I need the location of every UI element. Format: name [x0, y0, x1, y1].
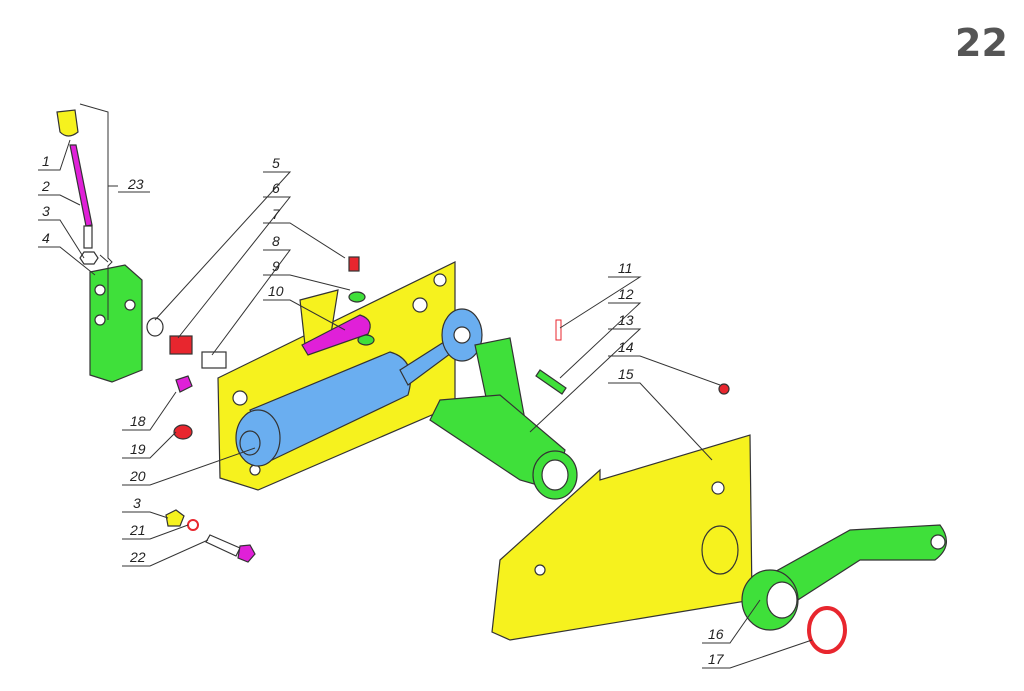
callout-19: 19 [130, 441, 146, 457]
leader-lines [38, 139, 813, 669]
grease-nipple [718, 383, 730, 395]
callout-11: 11 [618, 260, 633, 276]
callout-17: 17 [708, 651, 725, 667]
callout-8: 8 [272, 233, 280, 249]
output-lever [741, 524, 947, 631]
long-bolt [205, 534, 241, 557]
fitting-red [169, 335, 193, 355]
spring-washer [187, 519, 199, 531]
callout-3-nut: 3 [133, 495, 141, 511]
callout-22: 22 [129, 549, 146, 565]
callout-5: 5 [272, 155, 280, 171]
main-mounting-bracket [491, 434, 753, 641]
seal-ring [146, 317, 164, 337]
callout-2: 2 [41, 178, 50, 194]
control-lever-assembly [56, 103, 143, 383]
callout-13: 13 [618, 312, 634, 328]
hydraulic-cylinder [235, 308, 483, 467]
lever-rod [69, 144, 93, 227]
long-bolt-head [237, 544, 256, 563]
callout-4: 4 [42, 230, 50, 246]
bolt-red [348, 256, 360, 272]
callout-3: 3 [42, 203, 50, 219]
lever-thread [83, 225, 93, 249]
callout-23: 23 [127, 176, 144, 192]
red-washer [173, 424, 193, 440]
circlip [807, 606, 847, 654]
hex-bolt-head [175, 375, 193, 393]
callout-21: 21 [129, 522, 146, 538]
washer-green [348, 291, 366, 303]
callout-1: 1 [42, 153, 50, 169]
link-arm [301, 314, 371, 356]
nut-yellow [165, 509, 185, 527]
pin [555, 319, 562, 341]
callout-20: 20 [129, 468, 146, 484]
callout-14: 14 [618, 339, 634, 355]
callout-7: 7 [272, 206, 281, 222]
callout-10: 10 [268, 283, 284, 299]
callout-18: 18 [130, 413, 146, 429]
callout-6: 6 [272, 180, 280, 196]
callout-16: 16 [708, 626, 724, 642]
page-number: 22 [955, 21, 1008, 65]
callout-15: 15 [618, 366, 634, 382]
callout-12: 12 [618, 286, 634, 302]
splined-shaft-arm [429, 337, 578, 500]
lever-knob [56, 109, 79, 137]
fitting-union [201, 351, 227, 369]
lever-nut [79, 251, 99, 265]
callout-9: 9 [272, 258, 280, 274]
shaft-pin [535, 369, 567, 395]
